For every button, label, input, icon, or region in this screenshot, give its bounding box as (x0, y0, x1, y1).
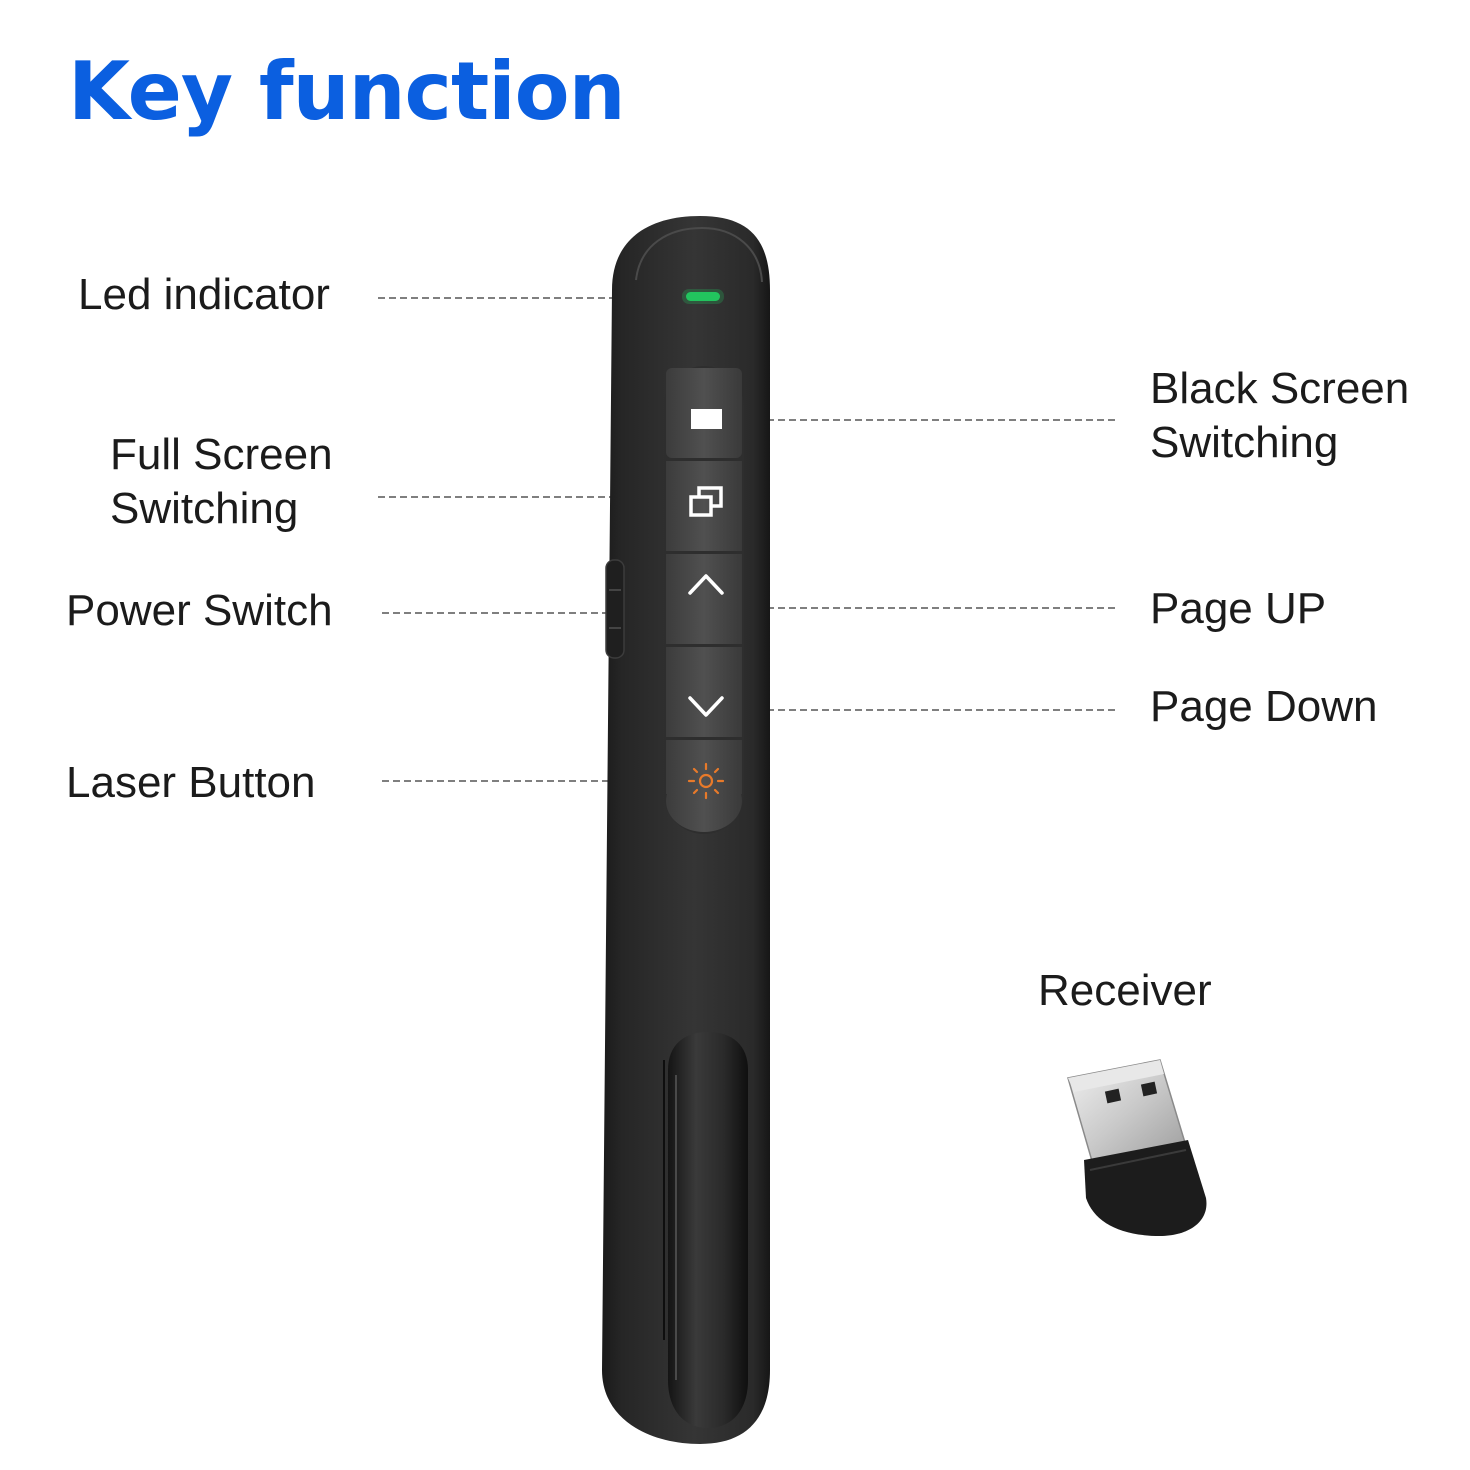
label-laser-button: Laser Button (66, 756, 316, 810)
usb-cap-highlight (1089, 1149, 1187, 1171)
filled-rectangle-icon (691, 409, 722, 429)
page-up-button[interactable] (666, 554, 742, 644)
label-laser-button-text: Laser Button (66, 758, 316, 807)
laser-sun-icon (687, 762, 725, 800)
label-full-screen-switching: Full Screen Switching (110, 428, 333, 536)
page-title: Key function (68, 45, 626, 138)
black-screen-button-top (666, 368, 742, 428)
page-down-button[interactable] (666, 647, 742, 737)
presenter-top-highlight (635, 226, 763, 283)
label-page-up: Page UP (1150, 582, 1326, 636)
label-page-up-text: Page UP (1150, 584, 1327, 633)
usb-metal-top (1068, 1060, 1164, 1092)
usb-contact-left (1104, 1088, 1122, 1104)
label-power-switch-text: Power Switch (66, 586, 333, 635)
led-indicator-icon (686, 292, 720, 301)
label-receiver-text: Receiver (1038, 966, 1212, 1015)
led-glow (682, 289, 724, 304)
usb-contact-right (1140, 1081, 1158, 1097)
label-power-switch: Power Switch (66, 584, 333, 638)
chevron-up-icon (688, 574, 724, 595)
label-led-indicator-text: Led indicator (78, 270, 330, 319)
label-black-screen-line2: Switching (1150, 418, 1339, 467)
power-switch[interactable] (605, 559, 625, 659)
label-receiver: Receiver (1038, 964, 1212, 1018)
label-full-screen-line1: Full Screen (110, 430, 333, 479)
chevron-down-icon (688, 696, 724, 717)
usb-receiver (1067, 1059, 1207, 1236)
full-screen-button[interactable] (666, 461, 742, 551)
label-black-screen-switching: Black Screen Switching (1150, 362, 1409, 470)
presenter-body (602, 216, 770, 1444)
label-led-indicator: Led indicator (78, 268, 330, 322)
leader-lines (378, 297, 1118, 782)
overlapping-windows-icon (689, 486, 723, 517)
label-page-down: Page Down (1150, 680, 1377, 734)
laser-button-bottom (666, 770, 742, 832)
label-page-down-text: Page Down (1150, 682, 1378, 731)
label-black-screen-line1: Black Screen (1150, 364, 1410, 413)
pocket-clip (668, 1032, 748, 1428)
label-full-screen-line2: Switching (110, 484, 299, 533)
